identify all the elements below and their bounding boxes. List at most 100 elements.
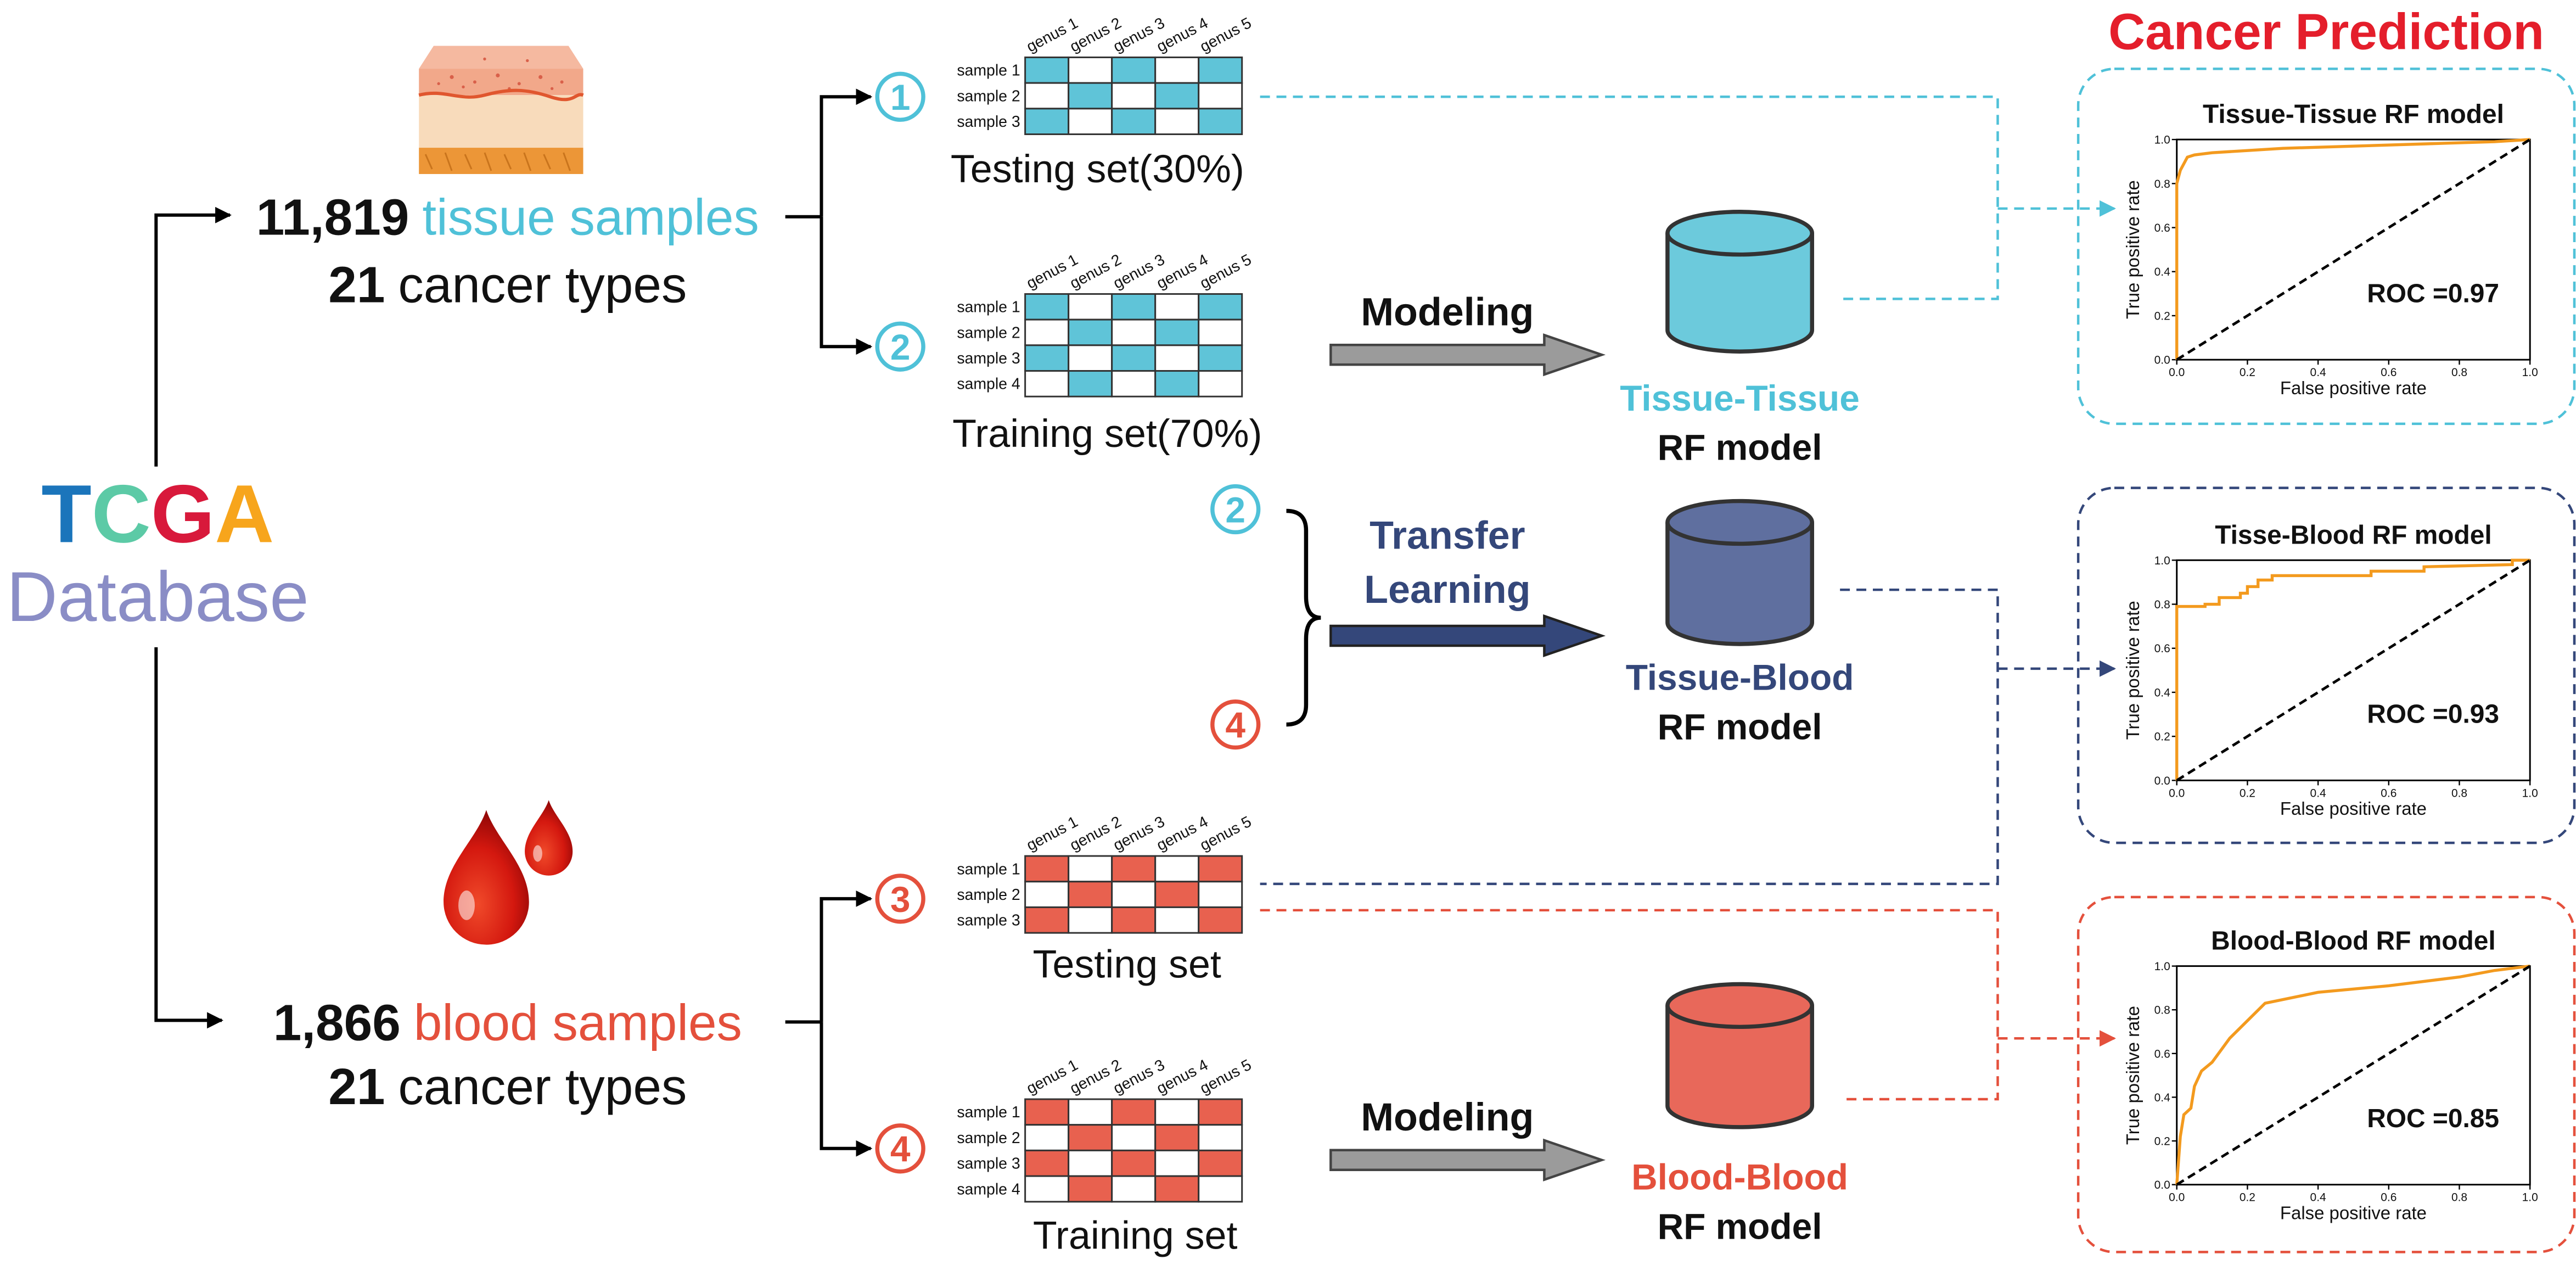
transfer-label-line2: Learning <box>1364 568 1530 612</box>
source-database: TCGA Database <box>7 468 309 636</box>
grid-cell <box>1111 1175 1157 1203</box>
y-tick-label: 0.4 <box>2154 686 2170 699</box>
blood-training-caption: Training set <box>1033 1213 1238 1257</box>
roc-curve <box>2175 964 2530 1185</box>
source-letter: G <box>151 468 215 559</box>
x-tick-label: 0.0 <box>2169 366 2185 379</box>
grid-cell <box>1111 855 1157 883</box>
cylinder-body <box>1665 233 1815 354</box>
x-tick-label: 1.0 <box>2522 1191 2538 1204</box>
x-tick-label: 0.6 <box>2381 1191 2397 1204</box>
blood-drops-illustration <box>444 800 573 945</box>
skin-dermis <box>419 95 583 148</box>
blood-drop-small <box>525 800 573 876</box>
tissue-training-caption: Training set(70%) <box>952 412 1262 456</box>
grid-cell <box>1111 906 1157 934</box>
sample-label: sample 2 <box>957 87 1020 105</box>
grid-cell <box>1198 370 1243 398</box>
step-badge-transfer-blood: 4 <box>1210 699 1261 750</box>
tissue-blood-model-icon <box>1665 499 1815 646</box>
transfer-learning-arrow <box>1329 614 1606 658</box>
grid-cell <box>1111 1124 1157 1151</box>
grid-cell <box>1198 1175 1243 1203</box>
grid-cell <box>1154 370 1200 398</box>
grid-cell <box>1024 82 1070 110</box>
source-name: Database <box>7 558 309 636</box>
grid-cell <box>1068 855 1113 883</box>
x-tick-label: 0.8 <box>2451 366 2467 379</box>
grid-cell <box>1068 293 1113 321</box>
grid-cell <box>1198 293 1243 321</box>
grid-cell <box>1068 906 1113 934</box>
arrow-to-tissue-training <box>820 216 873 355</box>
x-axis-label: False positive rate <box>2280 798 2427 819</box>
sample-label: sample 1 <box>957 1104 1020 1121</box>
skin-surface <box>419 46 583 69</box>
grid-cell <box>1068 82 1113 110</box>
transfer-label-line1: Transfer <box>1370 513 1525 557</box>
grid-cell <box>1068 881 1113 908</box>
step-badge-transfer-tissue: 2 <box>1210 484 1261 535</box>
grid-cell <box>1111 108 1157 136</box>
tissue-illustration <box>418 46 584 174</box>
grid-cell <box>1068 1149 1113 1177</box>
tissue-blood-connector <box>1260 588 1999 886</box>
y-tick-label: 0.6 <box>2154 642 2170 655</box>
tissue-types-count: 21 <box>328 256 385 313</box>
y-axis-label: True positive rate <box>2123 601 2143 740</box>
model-name: Tissue-Blood <box>1626 657 1854 698</box>
arrow-to-blood <box>154 647 224 1029</box>
grid-cell <box>1154 108 1200 136</box>
y-tick-label: 0.6 <box>2154 1048 2170 1060</box>
blood-sample-label: blood samples <box>414 994 742 1051</box>
x-tick-label: 0.2 <box>2240 787 2255 799</box>
blood-types-count: 21 <box>328 1058 385 1115</box>
grid-cell <box>1154 1124 1200 1151</box>
grid-cell <box>1198 318 1243 346</box>
model-type: RF model <box>1658 707 1822 747</box>
x-tick-label: 0.0 <box>2169 1191 2185 1204</box>
grid-cell <box>1111 293 1157 321</box>
cylinder-body <box>1665 1005 1815 1129</box>
grid-cell <box>1111 56 1157 84</box>
grid-cell <box>1198 881 1243 908</box>
y-tick-label: 0.2 <box>2154 1135 2170 1148</box>
step-circle <box>875 874 925 924</box>
grid-cell <box>1198 108 1243 136</box>
x-tick-label: 0.6 <box>2381 366 2397 379</box>
roc-annotation: ROC =0.93 <box>2367 700 2499 729</box>
skin-fat-layer <box>419 148 583 174</box>
chart-title: Tisse-Blood RF model <box>2215 520 2492 550</box>
grid-cell <box>1111 1098 1157 1126</box>
grid-cell <box>1154 1098 1200 1126</box>
x-tick-label: 0.4 <box>2310 1191 2326 1204</box>
chart-title: Tissue-Tissue RF model <box>2203 100 2504 129</box>
x-tick-label: 1.0 <box>2522 787 2538 799</box>
source-logo: TCGA <box>41 468 274 559</box>
step-circle <box>1210 484 1261 535</box>
chance-line <box>2176 138 2531 361</box>
grid-cell <box>1068 318 1113 346</box>
sample-label: sample 4 <box>957 376 1020 393</box>
grid-cell <box>1154 318 1200 346</box>
y-tick-label: 0.0 <box>2154 1179 2170 1191</box>
model-name: Tissue-Tissue <box>1620 378 1860 418</box>
x-axis-label: False positive rate <box>2280 378 2427 398</box>
grid-cell <box>1024 370 1070 398</box>
step-circle <box>1210 699 1261 750</box>
grid-cell <box>1198 1124 1243 1151</box>
cylinder-top <box>1665 210 1815 257</box>
blood-sample-count: 1,866 <box>273 994 401 1051</box>
grid-cell <box>1111 1149 1157 1177</box>
sample-label: sample 2 <box>957 324 1020 342</box>
modeling-arrow-bottom <box>1329 1138 1606 1182</box>
y-tick-label: 0.4 <box>2154 1092 2170 1104</box>
y-tick-label: 0.6 <box>2154 222 2170 234</box>
sample-label: sample 2 <box>957 1129 1020 1147</box>
